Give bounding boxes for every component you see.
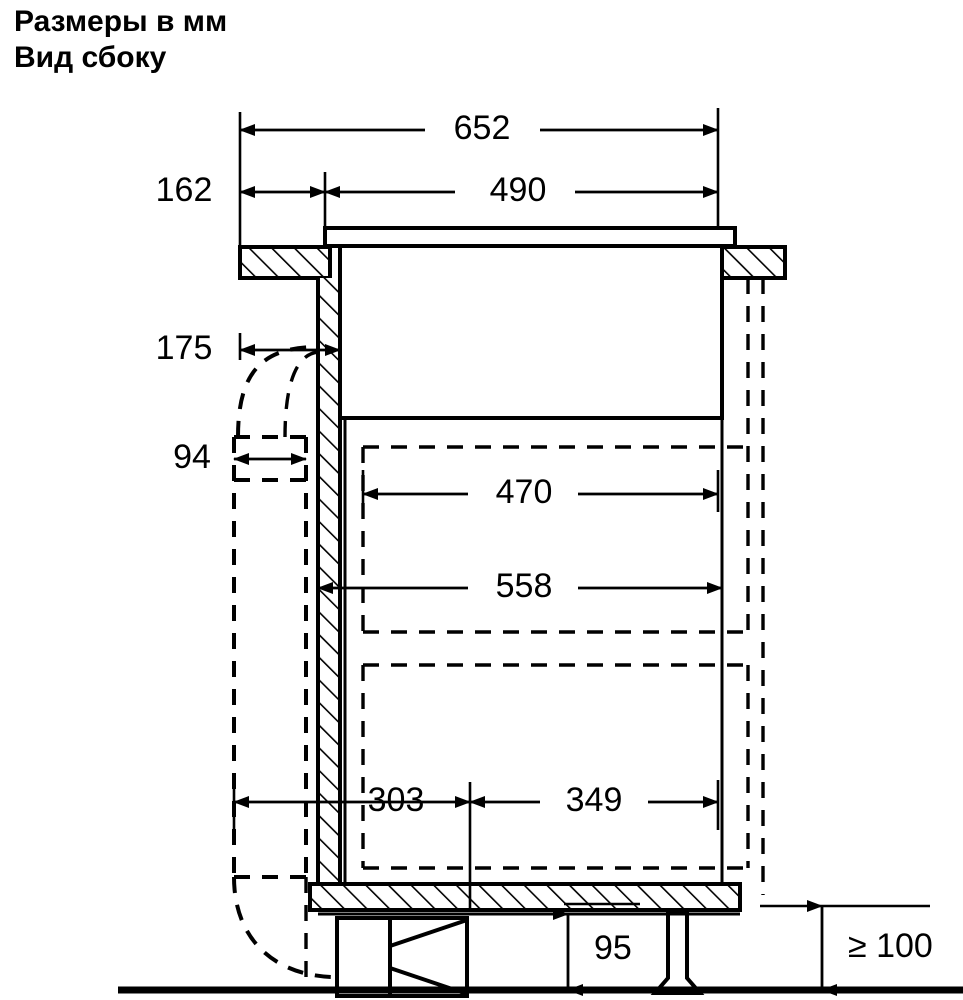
dimension-349: 349 <box>469 781 719 819</box>
dim-label-349: 349 <box>566 781 623 819</box>
dim-label-470: 470 <box>496 473 553 511</box>
title-view-label: Вид сбоку <box>14 41 167 74</box>
dimension-floor-clearance: ≥ 100 <box>807 900 933 996</box>
dimension-303: 303 <box>233 781 471 819</box>
blower-unit <box>335 916 469 998</box>
dim-label-floor-clearance: ≥ 100 <box>848 927 933 965</box>
base-panel <box>308 882 742 916</box>
title-block: Размеры в мм Вид сбоку <box>14 4 514 76</box>
cabinet-side-lines <box>343 278 724 884</box>
dimension-490: 490 <box>324 171 719 209</box>
dim-label-652: 652 <box>454 109 511 147</box>
countertop-left <box>238 245 332 280</box>
appliance-body <box>338 244 724 420</box>
dimension-558: 558 <box>317 567 723 605</box>
cabinet-niche-dashed <box>361 278 765 895</box>
support-leg <box>650 910 705 995</box>
dim-label-162: 162 <box>156 171 213 209</box>
dimension-95: 95 <box>553 908 632 996</box>
dimension-652: 652 <box>239 109 719 147</box>
dim-label-95: 95 <box>594 929 632 967</box>
dim-label-303: 303 <box>368 781 425 819</box>
dim-label-490: 490 <box>490 171 547 209</box>
cooktop-glass-panel <box>323 226 737 248</box>
dim-label-94: 94 <box>173 438 211 476</box>
dimension-470: 470 <box>362 473 719 511</box>
countertop-right <box>720 245 787 280</box>
dim-label-175: 175 <box>156 329 213 367</box>
dimension-162: 162 <box>156 171 326 209</box>
partition-wall <box>316 278 342 890</box>
dimension-175: 175 <box>156 329 341 367</box>
dimension-94: 94 <box>173 438 307 476</box>
dim-label-558: 558 <box>496 567 553 605</box>
title-units-label: Размеры в мм <box>14 5 228 38</box>
